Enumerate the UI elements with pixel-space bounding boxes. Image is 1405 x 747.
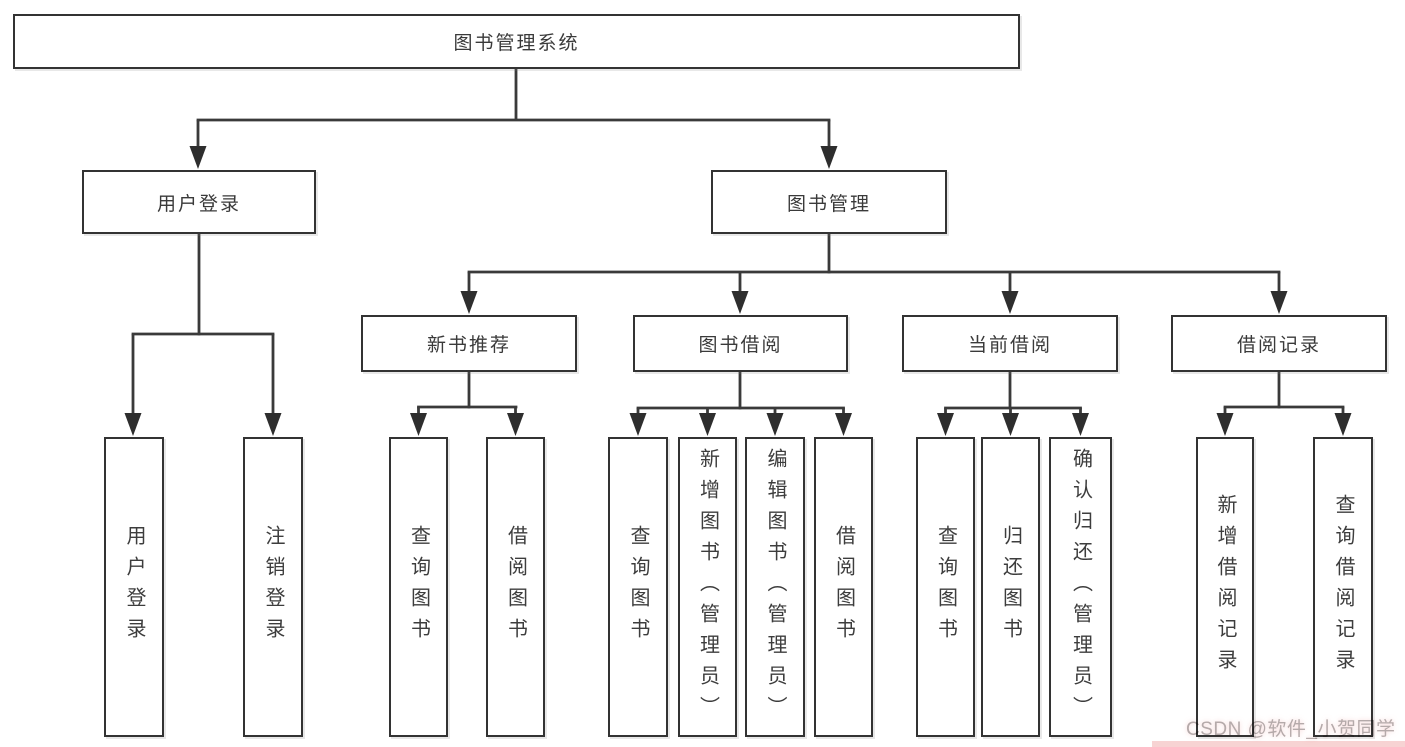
node-book-borrow-label: 图书借阅	[698, 335, 783, 356]
node-borrow-record-label: 借阅记录	[1236, 335, 1321, 356]
node-new-book-label: 新书推荐	[426, 335, 511, 356]
leaf-record-query: 查询借阅记录	[1313, 437, 1373, 737]
leaf-newbook-borrow-label: 借阅图书	[504, 525, 527, 649]
node-user-login: 用户登录	[82, 170, 316, 234]
leaf-current-query: 查询图书	[916, 437, 975, 737]
leaf-current-return-label: 归还图书	[999, 525, 1022, 649]
node-book-mgmt: 图书管理	[711, 170, 947, 234]
node-book-borrow: 图书借阅	[633, 315, 848, 372]
leaf-current-query-label: 查询图书	[934, 525, 957, 649]
leaf-borrow-add: 新增图书（管理员）	[678, 437, 737, 737]
leaf-newbook-query: 查询图书	[389, 437, 448, 737]
node-new-book: 新书推荐	[361, 315, 577, 372]
leaf-borrow-edit: 编辑图书（管理员）	[745, 437, 805, 737]
leaf-logout-label: 注销登录	[262, 525, 284, 649]
node-book-mgmt-label: 图书管理	[786, 193, 871, 215]
leaf-record-query-label: 查询借阅记录	[1332, 494, 1354, 680]
leaf-borrow-borrow: 借阅图书	[814, 437, 873, 737]
node-root: 图书管理系统	[13, 14, 1020, 69]
node-root-label: 图书管理系统	[453, 33, 580, 54]
leaf-borrow-query: 查询图书	[608, 437, 668, 737]
leaf-record-add: 新增借阅记录	[1196, 437, 1254, 737]
leaf-logout: 注销登录	[243, 437, 303, 737]
node-user-login-label: 用户登录	[156, 193, 241, 215]
leaf-current-return: 归还图书	[981, 437, 1040, 737]
leaf-newbook-borrow: 借阅图书	[486, 437, 545, 737]
node-current-borrow-label: 当前借阅	[967, 335, 1052, 356]
leaf-current-confirm-label: 确认归还（管理员）	[1069, 447, 1092, 727]
leaf-borrow-query-label: 查询图书	[627, 525, 649, 649]
leaf-user-login: 用户登录	[104, 437, 164, 737]
node-borrow-record: 借阅记录	[1171, 315, 1387, 372]
leaf-borrow-borrow-label: 借阅图书	[832, 525, 855, 649]
leaf-borrow-add-label: 新增图书（管理员）	[696, 447, 719, 727]
watermark-text: CSDN @软件_小贺同学	[1186, 719, 1396, 740]
leaf-newbook-query-label: 查询图书	[407, 525, 430, 649]
leaf-borrow-edit-label: 编辑图书（管理员）	[764, 447, 786, 727]
watermark-band	[1152, 741, 1405, 747]
leaf-record-add-label: 新增借阅记录	[1214, 494, 1236, 680]
leaf-user-login-label: 用户登录	[123, 525, 145, 649]
node-current-borrow: 当前借阅	[902, 315, 1118, 372]
leaf-current-confirm: 确认归还（管理员）	[1049, 437, 1112, 737]
